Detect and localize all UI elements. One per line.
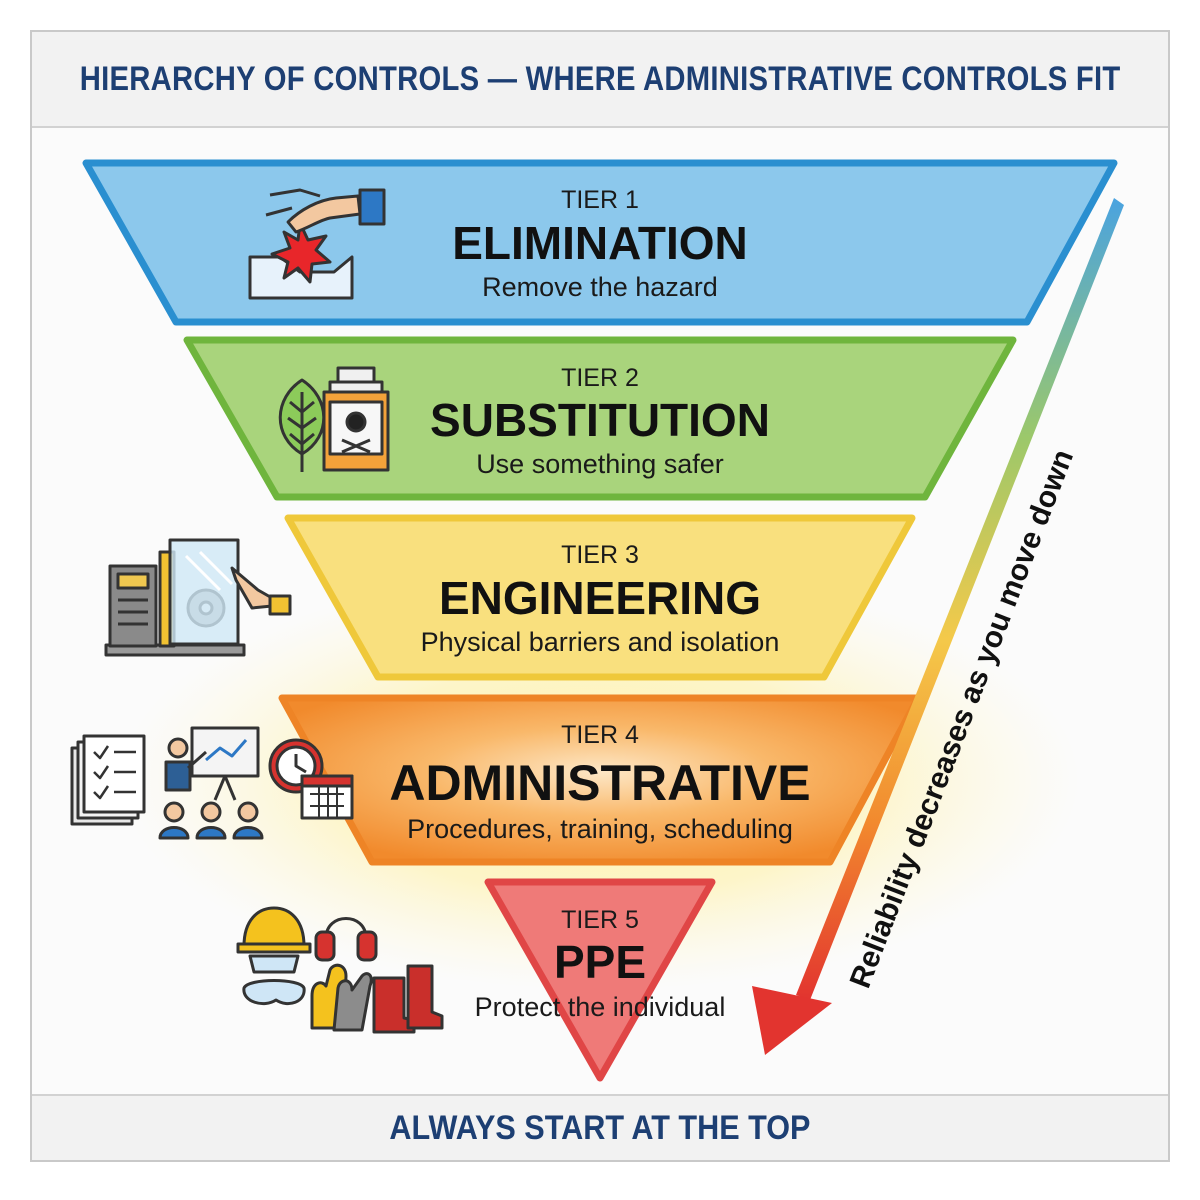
tier-label: TIER 5 xyxy=(561,906,639,934)
tier-1-text: TIER 1 ELIMINATION Remove the hazard xyxy=(452,186,748,302)
diagram-title: HIERARCHY OF CONTROLS — WHERE ADMINISTRA… xyxy=(79,59,1121,98)
hand-removing-hazard-icon xyxy=(248,188,386,300)
tier-label: TIER 4 xyxy=(561,721,639,749)
tier-label: TIER 3 xyxy=(561,541,639,569)
footer-bar: ALWAYS START AT THE TOP xyxy=(32,1094,1168,1160)
tier-band-ppe xyxy=(484,878,716,1082)
tier-name: SUBSTITUTION xyxy=(430,394,770,446)
arrow-head xyxy=(752,986,832,1055)
tier-description: Remove the hazard xyxy=(482,272,718,302)
tier-name: PPE xyxy=(554,936,646,988)
tier-3-text: TIER 3 ENGINEERING Physical barriers and… xyxy=(421,541,780,657)
tier-band-engineering xyxy=(284,514,916,681)
tier-label: TIER 2 xyxy=(561,364,639,392)
tier-5-text: TIER 5 PPE Protect the individual xyxy=(475,906,726,1022)
tier-4-text: TIER 4 ADMINISTRATIVE Procedures, traini… xyxy=(389,721,810,844)
arrow-shaft xyxy=(796,198,1124,1000)
procedures-training-scheduling-icon xyxy=(70,726,354,840)
tier-2-text: TIER 2 SUBSTITUTION Use something safer xyxy=(430,364,770,479)
tier-name: ENGINEERING xyxy=(439,572,761,624)
ppe-gear-icon xyxy=(236,906,444,1034)
tier-name: ADMINISTRATIVE xyxy=(389,755,810,811)
header-bar: HIERARCHY OF CONTROLS — WHERE ADMINISTRA… xyxy=(32,32,1168,128)
tier-label: TIER 1 xyxy=(561,186,639,214)
tier-description: Protect the individual xyxy=(475,992,726,1022)
tier-description: Procedures, training, scheduling xyxy=(407,814,793,844)
machine-guard-icon xyxy=(104,538,292,657)
footer-text: ALWAYS START AT THE TOP xyxy=(389,1108,811,1147)
tier-description: Physical barriers and isolation xyxy=(421,627,780,657)
leaf-and-toxic-bottle-icon xyxy=(278,366,390,472)
tier-name: ELIMINATION xyxy=(452,217,748,269)
tier-description: Use something safer xyxy=(476,449,724,479)
tier-band-substitution xyxy=(183,336,1017,501)
